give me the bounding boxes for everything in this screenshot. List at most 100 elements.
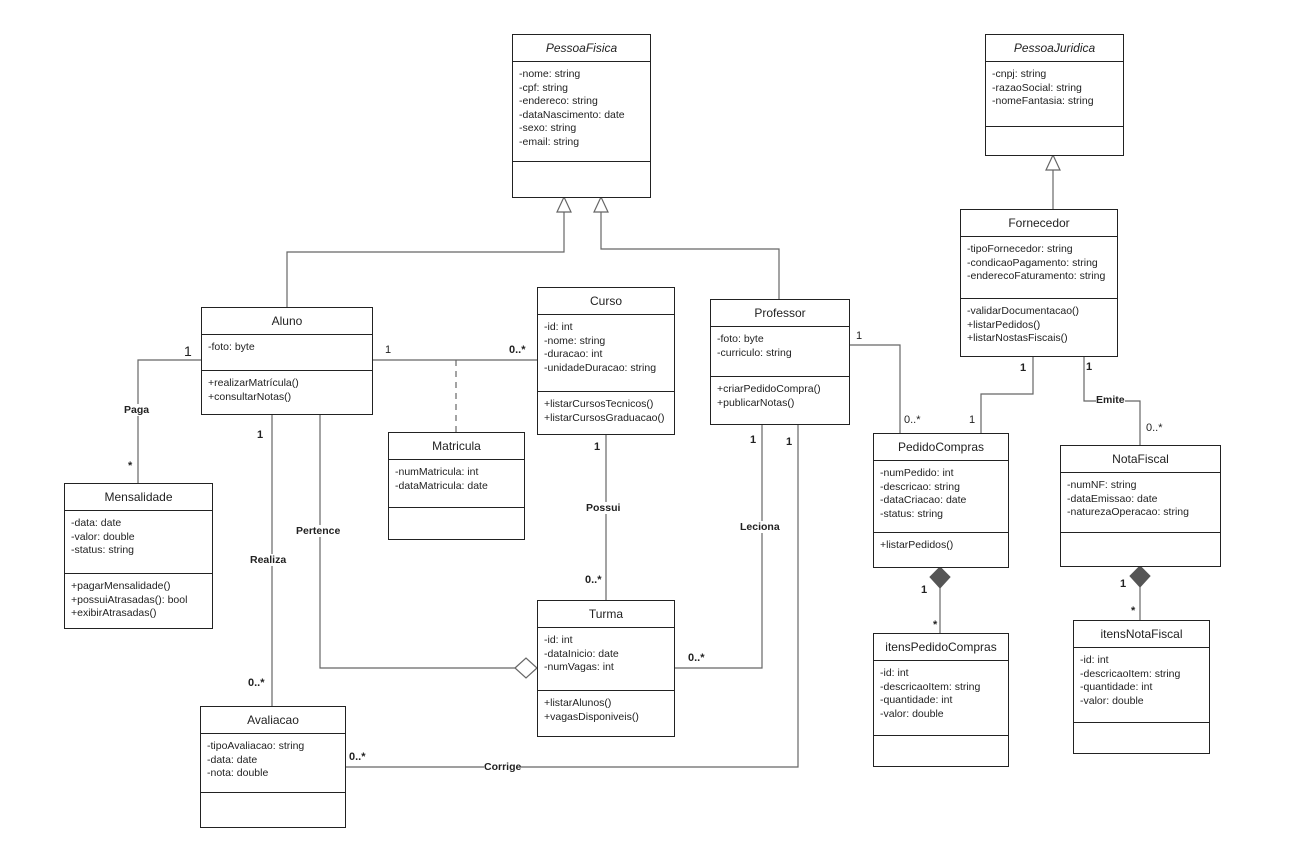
class-member: -dataInicio: date bbox=[544, 647, 619, 660]
class-member: -status: string bbox=[71, 544, 135, 557]
attributes-section: -numNF: string-dataEmissao: date-naturez… bbox=[1061, 473, 1220, 533]
class-member: +criarPedidoCompra() bbox=[717, 383, 821, 395]
class-member: -descricaoItem: string bbox=[880, 680, 981, 693]
attributes-section: -id: int-dataInicio: date-numVagas: int bbox=[538, 628, 674, 691]
aggregation-pertence bbox=[319, 415, 515, 669]
multiplicity-professor-corrige: 1 bbox=[786, 436, 793, 448]
multiplicity-mensalidade-paga: * bbox=[128, 460, 133, 472]
class-member: -data: date bbox=[71, 517, 122, 529]
class-name: Curso bbox=[538, 288, 674, 315]
class-professor[interactable]: Professor -foto: byte-curriculo: string … bbox=[710, 299, 850, 425]
class-member: -nome: string bbox=[519, 68, 581, 80]
attributes-section: -numMatricula: int-dataMatricula: date bbox=[389, 460, 524, 508]
methods-section: -validarDocumentacao()+listarPedidos()+l… bbox=[961, 299, 1117, 357]
class-member: -nome: string bbox=[544, 334, 606, 347]
class-member: -cpf: string bbox=[519, 81, 569, 94]
class-member: -email: string bbox=[519, 135, 580, 148]
class-member: -enderecoFaturamento: string bbox=[967, 270, 1106, 283]
class-member: -id: int bbox=[880, 667, 909, 679]
attributes-section: -data: date-valor: double-status: string bbox=[65, 511, 212, 574]
association-professor-pedido bbox=[850, 344, 901, 433]
attributes-section: -numPedido: int-descricao: string-dataCr… bbox=[874, 461, 1008, 533]
class-member: -dataEmissao: date bbox=[1067, 492, 1158, 505]
class-name: NotaFiscal bbox=[1061, 446, 1220, 473]
class-member: -nota: double bbox=[207, 767, 269, 780]
class-itens-pedido-compras[interactable]: itensPedidoCompras -id: int-descricaoIte… bbox=[873, 633, 1009, 767]
class-member: -numVagas: int bbox=[544, 661, 614, 674]
class-member: -id: int bbox=[544, 321, 573, 333]
class-member: +pagarMensalidade() bbox=[71, 580, 171, 592]
association-label-pertence: Pertence bbox=[296, 525, 341, 537]
generalization-professor bbox=[600, 212, 780, 300]
multiplicity-curso-possui: 1 bbox=[594, 441, 601, 453]
class-avaliacao[interactable]: Avaliacao -tipoAvaliacao: string-data: d… bbox=[200, 706, 346, 828]
methods-section: +pagarMensalidade()+possuiAtrasadas(): b… bbox=[65, 574, 212, 628]
class-name: itensNotaFiscal bbox=[1074, 621, 1209, 648]
class-pessoa-juridica[interactable]: PessoaJuridica -cnpj: string-razaoSocial… bbox=[985, 34, 1124, 156]
class-mensalidade[interactable]: Mensalidade -data: date-valor: double-st… bbox=[64, 483, 213, 629]
multiplicity-aluno-paga: 1 bbox=[184, 343, 192, 359]
class-member: -data: date bbox=[207, 753, 258, 766]
methods-section bbox=[513, 162, 650, 198]
methods-section: +criarPedidoCompra()+publicarNotas() bbox=[711, 377, 849, 424]
class-curso[interactable]: Curso -id: int-nome: string-duracao: int… bbox=[537, 287, 675, 435]
multiplicity-aluno-curso: 1 bbox=[385, 344, 392, 356]
class-member: +vagasDisponiveis() bbox=[544, 710, 639, 723]
multiplicity-curso-aluno: 0..* bbox=[509, 344, 526, 356]
class-member: -dataMatricula: date bbox=[395, 479, 488, 492]
attributes-section: -id: int-nome: string-duracao: int-unida… bbox=[538, 315, 674, 392]
class-name: PessoaFisica bbox=[513, 35, 650, 62]
methods-section: +realizarMatrícula()+consultarNotas() bbox=[202, 371, 372, 414]
class-member: -curriculo: string bbox=[717, 346, 792, 359]
class-pedido-compras[interactable]: PedidoCompras -numPedido: int-descricao:… bbox=[873, 433, 1009, 568]
class-member: -numNF: string bbox=[1067, 479, 1137, 491]
class-member: -validarDocumentacao() bbox=[967, 305, 1080, 317]
association-fornecedor-pedido bbox=[980, 357, 1034, 433]
class-name: PessoaJuridica bbox=[986, 35, 1123, 62]
class-member: -valor: double bbox=[1080, 694, 1144, 707]
class-name: Avaliacao bbox=[201, 707, 345, 734]
methods-section: +listarCursosTecnicos()+listarCursosGrad… bbox=[538, 392, 674, 434]
class-fornecedor[interactable]: Fornecedor -tipoFornecedor: string-condi… bbox=[960, 209, 1118, 357]
class-member: +publicarNotas() bbox=[717, 396, 795, 409]
class-member: -naturezaOperacao: string bbox=[1067, 506, 1189, 519]
class-member: -descricao: string bbox=[880, 480, 960, 493]
class-matricula[interactable]: Matricula -numMatricula: int-dataMatricu… bbox=[388, 432, 525, 540]
class-name: Professor bbox=[711, 300, 849, 327]
class-member: +listarPedidos() bbox=[880, 539, 954, 551]
methods-section bbox=[201, 793, 345, 827]
class-member: +realizarMatrícula() bbox=[208, 377, 299, 389]
class-member: -foto: byte bbox=[208, 341, 255, 353]
class-nota-fiscal[interactable]: NotaFiscal -numNF: string-dataEmissao: d… bbox=[1060, 445, 1221, 567]
methods-section bbox=[986, 127, 1123, 156]
attributes-section: -foto: byte bbox=[202, 335, 372, 371]
attributes-section: -id: int-descricaoItem: string-quantidad… bbox=[874, 661, 1008, 736]
class-member: -numMatricula: int bbox=[395, 466, 479, 478]
class-aluno[interactable]: Aluno -foto: byte +realizarMatrícula()+c… bbox=[201, 307, 373, 415]
class-member: -unidadeDuracao: string bbox=[544, 361, 657, 374]
multiplicity-fornecedor-emite: 1 bbox=[1086, 361, 1093, 373]
class-name: Aluno bbox=[202, 308, 372, 335]
class-member: -dataCriacao: date bbox=[880, 494, 967, 507]
class-itens-nota-fiscal[interactable]: itensNotaFiscal -id: int-descricaoItem: … bbox=[1073, 620, 1210, 754]
class-member: -valor: double bbox=[71, 530, 135, 543]
attributes-section: -cnpj: string-razaoSocial: string-nomeFa… bbox=[986, 62, 1123, 127]
class-turma[interactable]: Turma -id: int-dataInicio: date-numVagas… bbox=[537, 600, 675, 737]
attributes-section: -id: int-descricaoItem: string-quantidad… bbox=[1074, 648, 1209, 723]
methods-section bbox=[1061, 533, 1220, 566]
class-member: -dataNascimento: date bbox=[519, 108, 625, 121]
multiplicity-itens-nota: * bbox=[1131, 605, 1136, 617]
methods-section bbox=[1074, 723, 1209, 753]
multiplicity-itens-pedido: * bbox=[933, 619, 938, 631]
attributes-section: -tipoAvaliacao: string-data: date-nota: … bbox=[201, 734, 345, 793]
multiplicity-avaliacao-realiza: 0..* bbox=[248, 677, 265, 689]
class-member: +possuiAtrasadas(): bool bbox=[71, 593, 188, 606]
class-member: -duracao: int bbox=[544, 348, 603, 361]
association-label-possui: Possui bbox=[586, 502, 621, 514]
multiplicity-professor-leciona: 1 bbox=[750, 434, 757, 446]
attributes-section: -foto: byte-curriculo: string bbox=[711, 327, 849, 377]
attributes-section: -tipoFornecedor: string-condicaoPagament… bbox=[961, 237, 1117, 299]
class-member: -sexo: string bbox=[519, 122, 577, 135]
class-pessoa-fisica[interactable]: PessoaFisica -nome: string-cpf: string -e… bbox=[512, 34, 651, 198]
